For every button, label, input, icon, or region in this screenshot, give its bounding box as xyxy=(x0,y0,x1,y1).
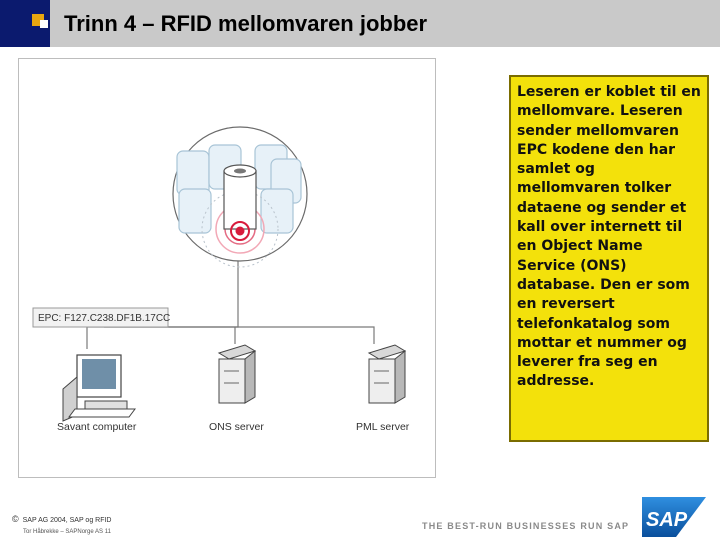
copyright-text: SAP AG 2004, SAP og RFID xyxy=(22,517,112,524)
reader-cylinder-icon xyxy=(223,164,257,230)
diagram-svg: EPC: F127.C238.DF1B.17CC Savant computer… xyxy=(32,126,410,433)
copyright: ©SAP AG 2004, SAP og RFID xyxy=(12,514,112,524)
footer-tagline: THE BEST-RUN BUSINESSES RUN SAP xyxy=(422,521,630,531)
sap-logo: SAP xyxy=(642,497,706,537)
epc-label: EPC: F127.C238.DF1B.17CC xyxy=(38,313,170,324)
rfid-network-diagram: EPC: F127.C238.DF1B.17CC Savant computer… xyxy=(18,58,436,478)
footer: ©SAP AG 2004, SAP og RFID Tor Håbrekke –… xyxy=(0,493,720,540)
explanation-callout: Leseren er koblet til en mellomvare. Les… xyxy=(509,75,709,442)
pml-server-icon xyxy=(367,344,407,404)
white-square-icon xyxy=(40,20,48,28)
title-bar: Trinn 4 – RFID mellomvaren jobber xyxy=(0,0,720,47)
copyright-icon: © xyxy=(12,514,19,524)
pml-server-label: PML server xyxy=(356,421,410,433)
reader-to-savant-line xyxy=(86,258,239,349)
epc-label-box: EPC: F127.C238.DF1B.17CC xyxy=(32,307,170,328)
sap-logo-text: SAP xyxy=(646,509,688,531)
rfid-tag-icon xyxy=(230,221,250,241)
ons-server-icon xyxy=(217,344,257,404)
network-line xyxy=(104,326,375,344)
ons-server-label: ONS server xyxy=(209,421,264,433)
rfid-reader-zone xyxy=(172,126,308,268)
callout-text: Leseren er koblet til en mellomvare. Les… xyxy=(517,84,701,390)
savant-computer-icon xyxy=(62,354,136,422)
slide-title: Trinn 4 – RFID mellomvaren jobber xyxy=(64,11,428,36)
pallet-cylinders-icon xyxy=(176,144,302,234)
savant-computer-label: Savant computer xyxy=(57,421,137,433)
footer-author: Tor Håbrekke – SAPNorge AS 11 xyxy=(23,529,111,535)
